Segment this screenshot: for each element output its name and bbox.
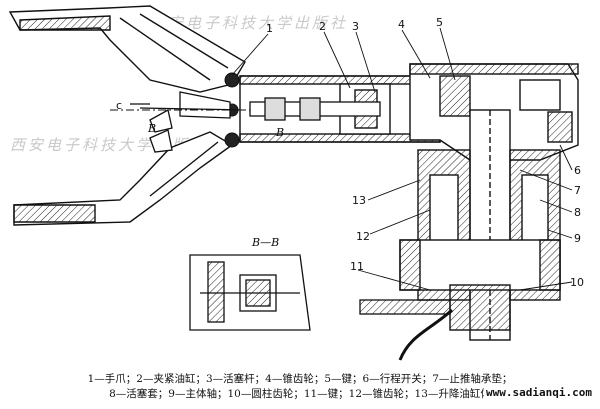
callout-11: 11: [350, 260, 364, 273]
callout-4: 4: [398, 18, 405, 31]
marker-b-left: B: [147, 122, 156, 135]
callout-7: 7: [574, 184, 581, 197]
section-label: B—B: [251, 236, 279, 249]
site-url: www.sadianqi.com: [484, 386, 594, 399]
hydraulic-hose: [398, 308, 454, 361]
fitting: [359, 299, 451, 315]
piston-rod: [249, 97, 381, 121]
marker-c: c: [116, 99, 122, 112]
callout-5: 5: [436, 16, 443, 29]
finger-jaws: [149, 109, 173, 153]
callout-leaders: [231, 27, 573, 291]
gripper-finger-upper: [8, 5, 246, 93]
callout-2: 2: [319, 20, 326, 33]
callout-12: 12: [356, 230, 370, 243]
spur-gear-base: [399, 239, 561, 331]
section-view-bb: [189, 254, 311, 331]
callout-labels: 1 2 3 4 5 6 7 8 9 10 11 12 13: [266, 16, 584, 289]
watermark-top: 西安电子科技大学出版社: [150, 14, 348, 32]
marker-b-right: B: [275, 126, 284, 139]
caption-line-1: 1—手爪；2—夹紧油缸；3—活塞杆；4—锥齿轮；5—键；6—行程开关；7—止推轴…: [87, 373, 513, 385]
caption-line-2: 8—活塞套；9—主体轴；10—圆柱齿轮；11—键；12—锥齿轮；13—升降油缸体: [109, 388, 491, 400]
linkage: [130, 91, 249, 119]
callout-1: 1: [266, 22, 273, 35]
callout-10: 10: [570, 276, 584, 289]
callout-13: 13: [352, 194, 366, 207]
callout-3: 3: [352, 20, 359, 33]
callout-9: 9: [574, 232, 581, 245]
callout-8: 8: [574, 206, 581, 219]
callout-6: 6: [574, 164, 581, 177]
